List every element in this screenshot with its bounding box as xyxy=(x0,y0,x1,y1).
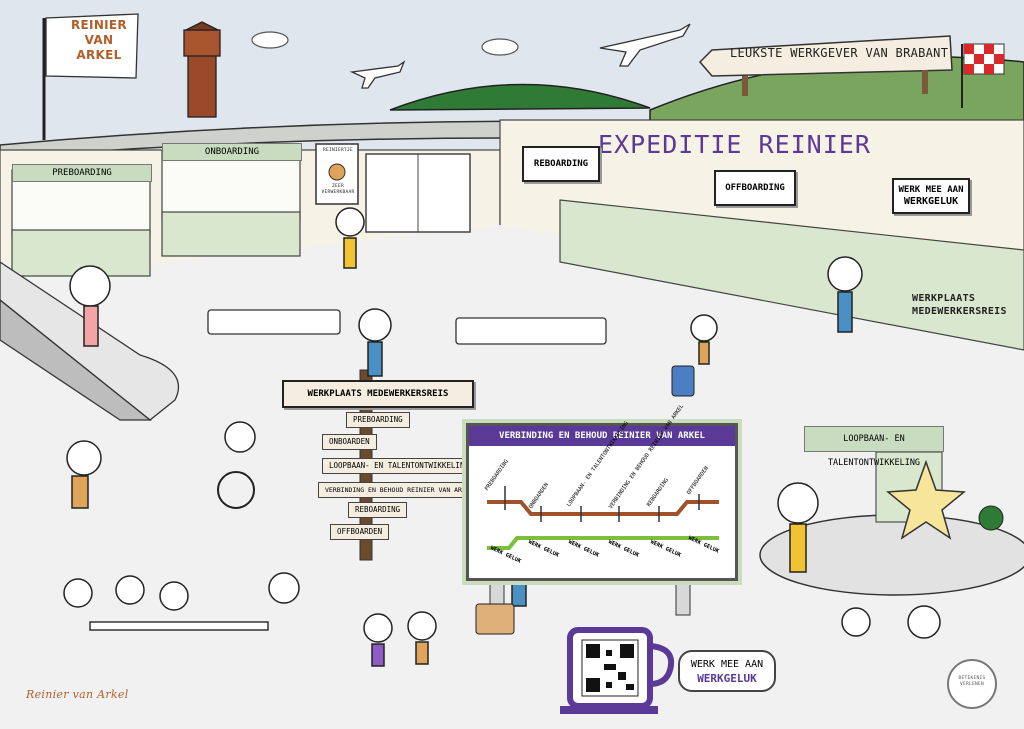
wall-line: WERKPLAATS xyxy=(912,293,976,304)
cloud xyxy=(251,31,519,56)
stamp-text: BETEKENIS VERLENEN xyxy=(958,676,986,687)
sign-reboarding: REBOARDING xyxy=(522,146,600,182)
counter-label-preboarding: PREBOARDING xyxy=(12,164,152,182)
signpost-arrow: REBOARDING xyxy=(348,502,408,518)
poster-text: REINIERTJE ZEER VERWERKBAAR xyxy=(318,148,358,196)
werkplaats-wall-text: WERKPLAATS MEDEWERKERSREIS xyxy=(912,292,1007,318)
counter-label-onboarding: ONBOARDING xyxy=(162,143,302,161)
signpost-arrow: VERBINDING EN BEHOUD REINIER VAN ARKEL xyxy=(318,482,481,498)
signpost-header: WERKPLAATS MEDEWERKERSREIS xyxy=(282,380,474,408)
flag-line: REINIER xyxy=(71,18,127,32)
signpost-arrow: ONBOARDEN xyxy=(322,434,377,450)
flag-line: ARKEL xyxy=(76,48,122,62)
poster-line: REINIERTJE xyxy=(322,148,354,153)
flag-text: REINIER VAN ARKEL xyxy=(64,18,134,63)
poster-line: ZEER xyxy=(331,184,345,189)
poster-line: VERWERKBAAR xyxy=(321,190,355,195)
airplane-icon xyxy=(349,23,691,89)
journey-line xyxy=(487,486,719,550)
signpost-arrow: OFFBOARDEN xyxy=(330,524,390,540)
bubble-line: WERK MEE AAN xyxy=(690,659,764,670)
counter-preboarding xyxy=(11,169,151,277)
signpost-arrow: LOOPBAAN- EN TALENTONTWIKKELING xyxy=(322,458,476,474)
people xyxy=(63,207,941,667)
water-tower xyxy=(183,21,221,118)
main-title: EXPEDITIE REINIER xyxy=(598,130,871,159)
bubble-line: WERKGELUK xyxy=(697,672,757,685)
speech-bubble: WERK MEE AAN WERKGELUK xyxy=(678,650,776,692)
sign-offboarding: OFFBOARDING xyxy=(714,170,796,206)
board-title: VERBINDING EN BEHOUD REINIER VAN ARKEL xyxy=(469,426,735,446)
sign-line: WERK MEE AAN xyxy=(898,185,964,195)
sign-line: WERKGELUK xyxy=(903,196,959,207)
checkered-flag xyxy=(963,43,1005,75)
wall-line: MEDEWERKERSREIS xyxy=(912,306,1007,317)
counter-onboarding xyxy=(161,149,301,257)
sign-werk-mee: WERK MEE AAN WERKGELUK xyxy=(892,178,970,214)
bench xyxy=(207,309,607,345)
signpost-arrow: PREBOARDING xyxy=(346,412,410,428)
flag-line: VAN xyxy=(84,33,114,47)
qr-code-icon xyxy=(586,644,634,692)
signature: Reinier van Arkel xyxy=(26,688,129,701)
hill-sign-text: LEUKSTE WERKGEVER VAN BRABANT xyxy=(730,46,949,60)
loopbaan-sign: LOOPBAAN- EN TALENTONTWIKKELING xyxy=(804,426,944,468)
journey-board: VERBINDING EN BEHOUD REINIER VAN ARKEL P… xyxy=(466,403,738,581)
